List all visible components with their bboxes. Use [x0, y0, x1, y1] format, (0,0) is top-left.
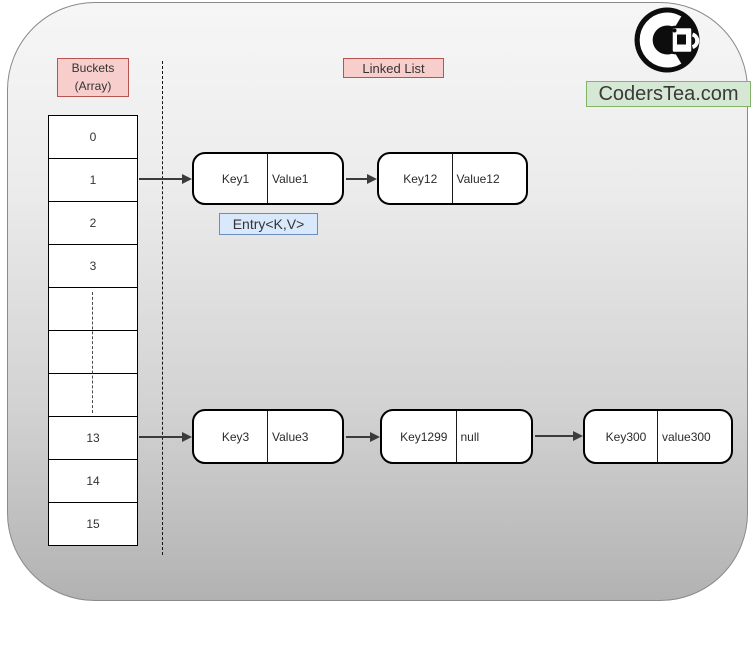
entry-node-key300: Key300 value300	[583, 409, 733, 464]
arrow-bucket13-to-node	[139, 432, 192, 442]
entry-node-key3: Key3 Value3	[192, 409, 344, 464]
bucket-cell-6	[49, 374, 137, 417]
array-continuation-dashed-line	[92, 292, 93, 413]
entry-kv-label: Entry<K,V>	[219, 213, 318, 235]
bucket-cell-15: 15	[49, 503, 137, 545]
coderstea-logo-icon	[634, 7, 700, 73]
node-key-cell: Key12	[379, 154, 453, 203]
node-key-cell: Key1	[194, 154, 268, 203]
bucket-cell-2: 2	[49, 202, 137, 245]
bucket-cell-0: 0	[49, 116, 137, 159]
node-key-cell: Key300	[585, 411, 658, 462]
cup-logo-icon	[634, 7, 700, 73]
linked-list-label: Linked List	[343, 58, 444, 78]
bucket-cell-4	[49, 288, 137, 331]
bucket-cell-3: 3	[49, 245, 137, 288]
entry-node-key12: Key12 Value12	[377, 152, 528, 205]
diagram-canvas: Buckets (Array) Linked List CodersTea.co…	[7, 2, 751, 601]
buckets-label-line1: Buckets	[71, 61, 115, 76]
brand-badge: CodersTea.com	[586, 81, 751, 107]
arrow-node-key3-to-key1299	[346, 432, 380, 442]
buckets-label-line2: (Array)	[74, 78, 112, 93]
node-value-cell: null	[460, 429, 480, 444]
arrow-bucket1-to-node	[139, 174, 192, 184]
bucket-cell-13: 13	[49, 417, 137, 460]
buckets-array-label: Buckets (Array)	[57, 58, 129, 97]
node-value-cell: Value3	[272, 429, 309, 444]
bucket-cell-1: 1	[49, 159, 137, 202]
bucket-array: 0 1 2 3 13 14 15	[48, 115, 138, 546]
bucket-separator-dashed-line	[162, 61, 163, 555]
node-key-cell: Key1299	[382, 411, 457, 462]
entry-node-key1: Key1 Value1	[192, 152, 344, 205]
arrow-node-key1299-to-key300	[535, 431, 583, 441]
node-key-cell: Key3	[194, 411, 268, 462]
node-value-cell: Value12	[456, 171, 500, 186]
entry-node-key1299: Key1299 null	[380, 409, 533, 464]
arrow-node-key1-to-key12	[346, 174, 377, 184]
node-value-cell: value300	[662, 429, 711, 444]
bucket-cell-14: 14	[49, 460, 137, 503]
node-value-cell: Value1	[272, 171, 309, 186]
bucket-cell-5	[49, 331, 137, 374]
